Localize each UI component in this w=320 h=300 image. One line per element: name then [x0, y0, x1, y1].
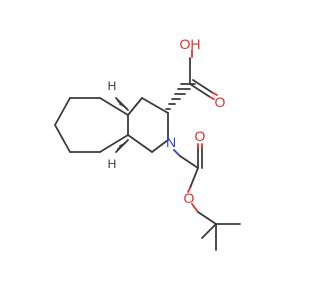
bond-n-carbonyl: [173, 149, 181, 157]
stereo-h-bottom-label: H: [108, 157, 117, 171]
bond-c-o-double-a: [189, 83, 211, 98]
ester-o-carbonyl-label: O: [195, 128, 206, 144]
stereo-hash-carboxyl: [165, 83, 196, 110]
boc-group: [173, 143, 241, 251]
bond-c9-c8a: [99, 134, 129, 153]
carboxylic-acid-group: [189, 49, 218, 100]
ester-o-link-label: O: [184, 190, 195, 206]
stereo-hash-top: [115, 97, 129, 111]
bond-c-o-double-b: [192, 79, 214, 94]
bond-c7-c8: [54, 124, 71, 153]
bond-n-c1: [151, 139, 169, 153]
bond-c4-c3: [141, 97, 169, 114]
carboxyl-oh-label: OH: [180, 36, 201, 52]
molecule-structure: H H OH O N: [54, 36, 241, 251]
molecule-canvas: H H OH O N: [54, 36, 241, 251]
bond-c4a-c5: [99, 97, 129, 116]
stereo-h-top-label: H: [108, 79, 117, 93]
piperidine-ring: [127, 97, 169, 153]
bond-c6-c7: [54, 97, 71, 126]
bond-carbonyl-o-link: [189, 167, 199, 189]
ring-n-label: N: [166, 134, 176, 150]
stereo-hash-bottom: [115, 139, 129, 153]
bond-c4a-c4: [127, 97, 143, 116]
bond-o-tbu: [197, 211, 217, 225]
bond-tbu-methyl-3: [201, 223, 217, 239]
bond-c1-c8a: [127, 134, 153, 153]
cyclohexane-ring: [54, 97, 129, 153]
carboxyl-o-label: O: [215, 94, 226, 110]
